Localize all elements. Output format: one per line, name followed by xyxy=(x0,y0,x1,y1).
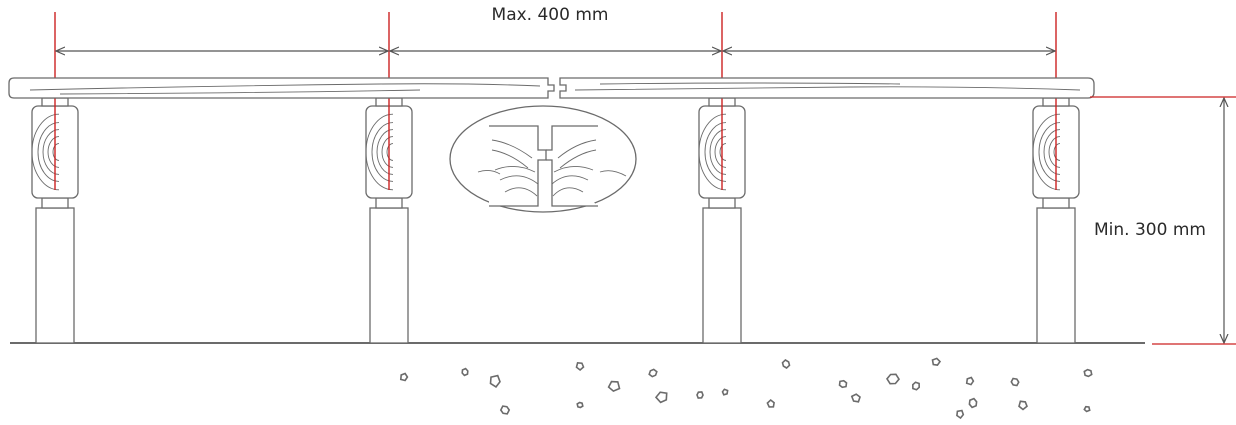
grain-ring xyxy=(386,143,394,161)
gravel xyxy=(399,357,1093,420)
deck-board-left xyxy=(8,77,555,99)
wood-grain-line xyxy=(29,83,541,91)
pebble xyxy=(399,372,409,382)
pebble xyxy=(575,361,585,372)
grain-ring xyxy=(719,143,727,161)
support-pad xyxy=(375,197,403,209)
pebble xyxy=(838,379,848,389)
grain-ring xyxy=(376,129,394,175)
pillar xyxy=(35,207,75,344)
grain-ring xyxy=(709,129,727,175)
grain-ring xyxy=(1032,113,1061,191)
pebble xyxy=(461,367,469,377)
detail-board-left xyxy=(489,125,547,207)
pebble xyxy=(1018,400,1028,411)
pebble xyxy=(654,391,668,404)
pebble xyxy=(1010,377,1020,387)
grain-ring xyxy=(698,113,727,191)
pebble xyxy=(489,374,501,388)
pebble xyxy=(721,388,729,396)
support-pad xyxy=(41,197,69,209)
pebble xyxy=(696,391,704,399)
support-pad xyxy=(1042,197,1070,209)
detail-board-right xyxy=(546,125,598,207)
pebble xyxy=(607,380,621,393)
grain-ring xyxy=(52,143,60,161)
pebble xyxy=(1083,405,1091,413)
detail-grain xyxy=(477,139,627,197)
pebble xyxy=(886,373,900,385)
wood-grain-line xyxy=(59,89,421,95)
grain-ring xyxy=(365,113,394,191)
pebble xyxy=(956,409,965,420)
grain-ring xyxy=(1038,122,1061,182)
grain-ring xyxy=(704,122,727,182)
pillar xyxy=(1036,207,1076,344)
post-assembly xyxy=(31,12,79,344)
wood-grain-line xyxy=(599,82,901,85)
grain-ring xyxy=(371,122,394,182)
post-assembly xyxy=(365,12,413,344)
grain-ring xyxy=(42,129,60,175)
wood-grain-line xyxy=(574,86,1081,91)
support-pad xyxy=(708,197,736,209)
deck-board xyxy=(8,77,1095,99)
post-assembly xyxy=(698,12,746,344)
posts xyxy=(31,12,1080,344)
grain-ring xyxy=(1043,129,1061,175)
pillar xyxy=(369,207,409,344)
pebble xyxy=(766,398,775,408)
pebble xyxy=(499,405,511,415)
pebble xyxy=(965,376,975,386)
pebble xyxy=(576,401,584,409)
grain-ring xyxy=(1053,143,1061,161)
pebble xyxy=(850,393,861,403)
end-grain xyxy=(1032,113,1061,191)
grain-ring xyxy=(31,113,60,191)
pillar xyxy=(702,207,742,344)
post-assembly xyxy=(1032,12,1080,344)
pebble xyxy=(1083,368,1093,378)
joint-detail xyxy=(449,105,637,213)
spacing-label: Max. 400 mm xyxy=(491,5,609,25)
grain-ring xyxy=(37,122,60,182)
height-label: Min. 300 mm xyxy=(1094,220,1206,240)
pebble xyxy=(911,381,921,391)
pebble xyxy=(648,368,658,378)
pebble xyxy=(968,397,978,409)
pebble xyxy=(781,359,791,369)
pebble xyxy=(931,357,942,366)
